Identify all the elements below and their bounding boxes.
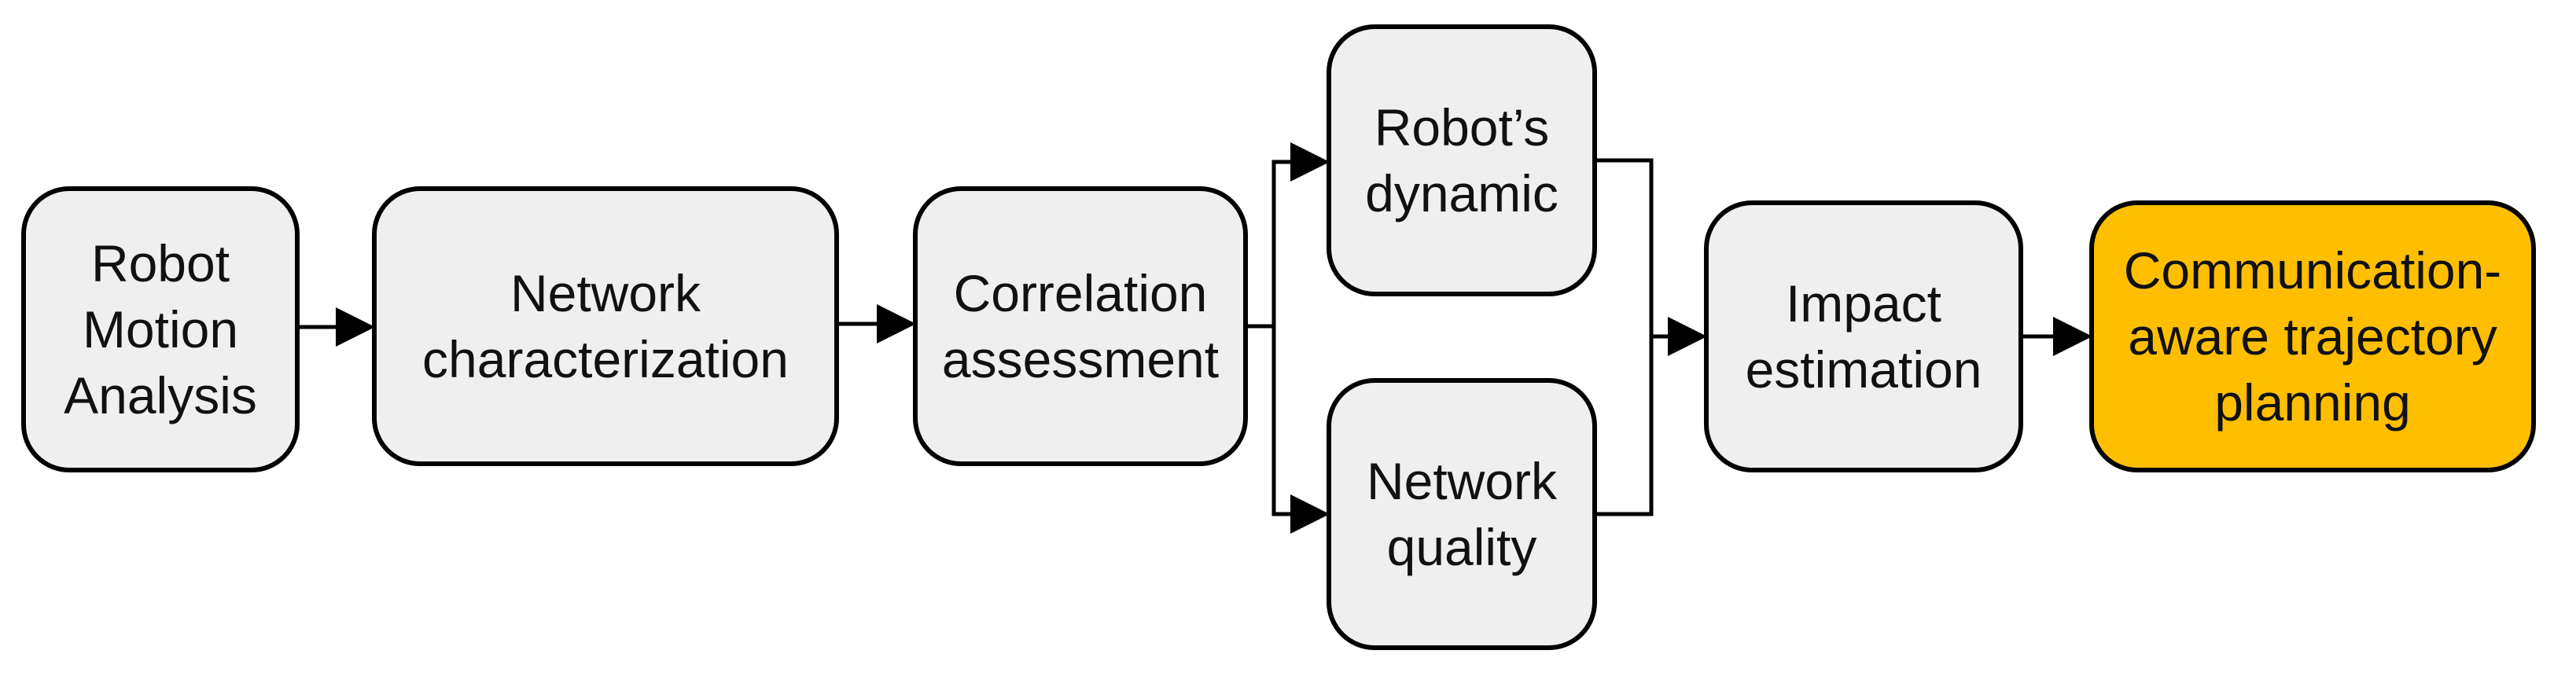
correlation-assessment-box [913,186,1248,466]
network-quality-label-line: quality [1387,518,1537,576]
network-characterization-label-line: Network [510,264,701,322]
communication-aware-trajectory-planning-label-line: planning [2214,373,2411,432]
impact-estimation-box [1704,200,2023,472]
robots-dynamic-label-line: dynamic [1365,164,1558,222]
network-quality-label-line: Network [1367,452,1558,510]
robots-dynamic-box [1327,24,1597,296]
robots-dynamic-node: Robot’s dynamic [1327,24,1597,296]
nodes: RobotMotionAnalysisNetworkcharacterizati… [21,24,2536,650]
communication-aware-trajectory-planning-node: Communication-aware trajectory planning [2089,200,2536,472]
robot-motion-analysis-box [21,186,300,472]
network-characterization-node: Network characterization [372,186,839,466]
network-quality-box [1327,378,1597,650]
network-characterization-label-line: characterization [422,330,789,388]
network-characterization-box [372,186,839,466]
robot-motion-analysis-label-line: Motion [83,300,238,358]
communication-aware-trajectory-planning-box [2089,200,2536,472]
impact-estimation-label-line: estimation [1746,340,1982,399]
communication-aware-trajectory-planning-label-line: Communication- [2124,241,2502,299]
impact-estimation-label-line: Impact [1786,274,1941,332]
edge-correlation-assessment-to-network-quality [1246,324,1330,534]
impact-estimation-node: Impact estimation [1704,200,2023,472]
correlation-assessment-label-line: Correlation [954,264,1208,322]
edge-correlation-assessment-to-robots-dynamic [1246,142,1330,329]
network-quality-node: Network quality [1327,378,1597,650]
communication-aware-trajectory-planning-label-line: aware trajectory [2128,307,2497,366]
edge-robots-dynamic-to-impact-estimation [1595,158,1707,356]
robot-motion-analysis-label-line: Robot [91,234,230,292]
correlation-assessment-node: Correlation assessment [913,186,1248,466]
edge-network-quality-to-impact-estimation [1595,336,1654,516]
robot-motion-analysis-label-line: Analysis [64,366,257,424]
correlation-assessment-label-line: assessment [942,330,1219,388]
robots-dynamic-label-line: Robot’s [1374,98,1550,156]
edges [297,142,2092,534]
